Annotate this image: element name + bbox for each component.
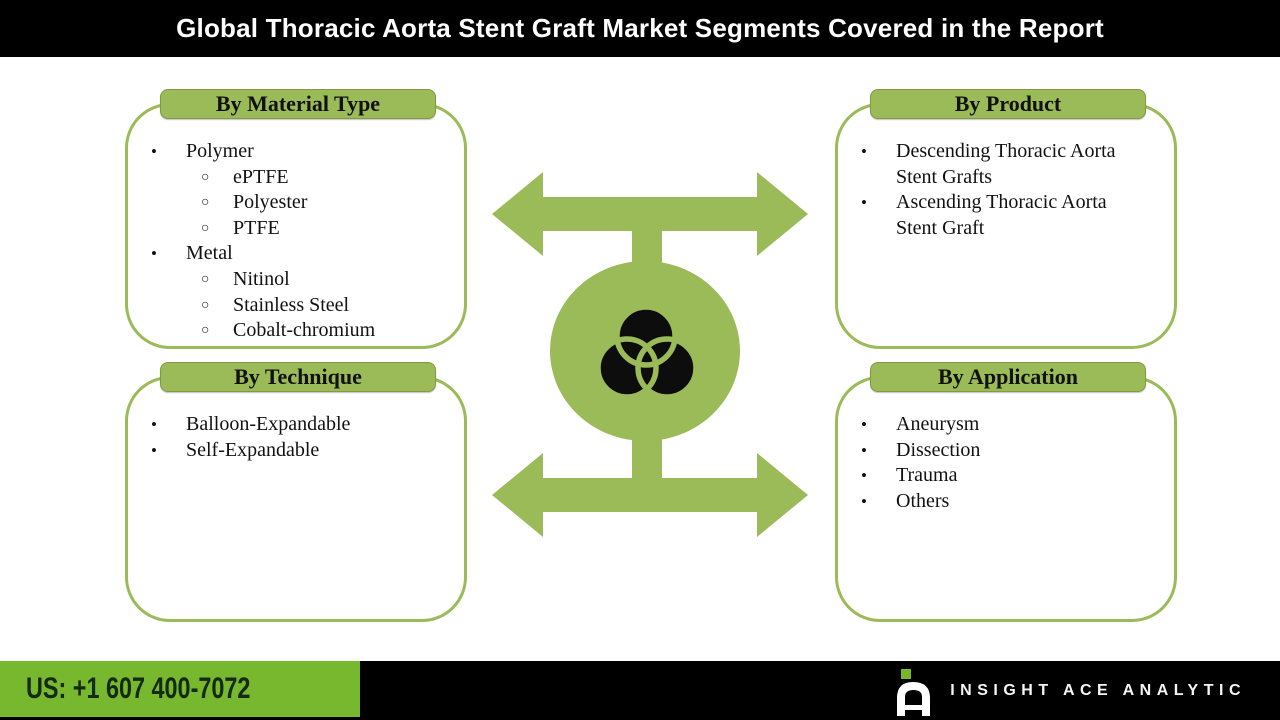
- panel-tab: By Technique: [160, 362, 436, 392]
- bullet-dot-icon: •: [861, 440, 867, 460]
- list-item-label: Balloon-Expandable: [186, 413, 351, 435]
- list-item: • Polymer: [128, 139, 464, 165]
- list-item-label: Stainless Steel: [233, 293, 350, 316]
- list-item-label: Ascending Thoracic Aorta Stent Graft: [896, 191, 1107, 239]
- list-item-label: Self-Expandable: [186, 438, 320, 461]
- panel-body: • Aneurysm • Dissection • Trauma • Others: [835, 376, 1177, 622]
- list-item: • Self-Expandable: [128, 438, 464, 464]
- page-title: Global Thoracic Aorta Stent Graft Market…: [176, 13, 1104, 43]
- footer-bar: US: +1 607 400-7072 INSIGHT ACE ANALYTIC: [0, 661, 1280, 720]
- list-item: • Aneurysm: [838, 412, 1174, 438]
- list-item-label: Descending Thoracic Aorta Stent Grafts: [896, 140, 1116, 188]
- list-item: ○ PTFE: [128, 216, 464, 242]
- panel-title: By Technique: [234, 364, 362, 389]
- list-item-label: Nitinol: [233, 267, 290, 290]
- bullet-circle-icon: ○: [201, 297, 210, 313]
- panel-title: By Material Type: [215, 91, 381, 116]
- list-item-label: Trauma: [896, 464, 958, 487]
- bullet-dot-icon: •: [151, 142, 157, 161]
- panel-tab: By Product: [870, 89, 1146, 119]
- list-item: ○ Polyester: [128, 190, 464, 216]
- panel-tab: By Application: [870, 362, 1146, 392]
- bullet-circle-icon: ○: [201, 195, 210, 211]
- bullet-dot-icon: •: [151, 415, 157, 434]
- segment-list: • Aneurysm • Dissection • Trauma • Others: [838, 412, 1174, 514]
- list-item: ○ Nitinol: [128, 267, 464, 293]
- list-item-label: ePTFE: [233, 165, 289, 188]
- segment-list: • Balloon-Expandable • Self-Expandable: [128, 412, 464, 463]
- bullet-dot-icon: •: [861, 491, 867, 511]
- panel-body: • Balloon-Expandable • Self-Expandable: [125, 376, 467, 622]
- insight-ace-logo-icon: [897, 668, 931, 716]
- list-item: • Descending Thoracic Aorta Stent Grafts: [838, 139, 1174, 190]
- phone-number: US: +1 607 400-7072: [26, 672, 251, 705]
- bullet-circle-icon: ○: [201, 220, 210, 236]
- list-item: • Trauma: [838, 463, 1174, 489]
- list-item-label: Aneurysm: [896, 413, 980, 435]
- panel-tab: By Material Type: [160, 89, 436, 119]
- list-item-label: Cobalt-chromium: [233, 319, 376, 342]
- header-bar: Global Thoracic Aorta Stent Graft Market…: [0, 0, 1280, 57]
- venn-diagram-icon: [595, 304, 699, 400]
- bullet-dot-icon: •: [861, 466, 867, 486]
- bullet-dot-icon: •: [151, 440, 157, 460]
- center-connector-graphic: [492, 172, 808, 537]
- list-item: • Others: [838, 489, 1174, 515]
- bullet-dot-icon: •: [151, 244, 157, 264]
- list-item: • Balloon-Expandable: [128, 412, 464, 438]
- brand-block: INSIGHT ACE ANALYTIC: [888, 661, 1280, 720]
- panel-body: • Polymer ○ ePTFE ○ Polyester ○ PTFE • Metal ○ Niti…: [125, 103, 467, 349]
- bullet-dot-icon: •: [861, 193, 867, 213]
- list-item-label: Others: [896, 489, 950, 512]
- list-item: • Ascending Thoracic Aorta Stent Graft: [838, 190, 1174, 241]
- panel-body: •Descending Thoracic Aorta Stent Grafts•…: [835, 103, 1177, 349]
- list-item: ○ Cobalt-chromium: [128, 318, 464, 344]
- bullet-circle-icon: ○: [201, 169, 210, 185]
- panel-title: By Product: [954, 91, 1062, 116]
- double-headed-arrow-icon: [492, 453, 808, 537]
- panel-title: By Application: [938, 364, 1078, 389]
- list-item: • Metal: [128, 241, 464, 267]
- list-item-label: Dissection: [896, 438, 981, 461]
- list-item-label: Metal: [186, 242, 233, 265]
- segment-list: • Polymer ○ ePTFE ○ Polyester ○ PTFE • Metal ○ Niti…: [128, 139, 464, 344]
- list-item: ○ Stainless Steel: [128, 293, 464, 319]
- brand-name: INSIGHT ACE ANALYTIC: [950, 681, 1246, 699]
- list-item-label: Polyester: [233, 191, 308, 214]
- bullet-dot-icon: •: [861, 415, 867, 434]
- segment-list: •Descending Thoracic Aorta Stent Grafts•…: [838, 139, 1174, 241]
- list-item-label: PTFE: [233, 216, 280, 239]
- list-item: • Dissection: [838, 438, 1174, 464]
- list-item: ○ ePTFE: [128, 165, 464, 191]
- bullet-dot-icon: •: [861, 142, 867, 161]
- list-item-label: Polymer: [186, 140, 254, 162]
- phone-block: US: +1 607 400-7072: [0, 661, 360, 717]
- double-headed-arrow-icon: [492, 172, 808, 256]
- bullet-circle-icon: ○: [201, 323, 210, 339]
- bullet-circle-icon: ○: [201, 271, 210, 287]
